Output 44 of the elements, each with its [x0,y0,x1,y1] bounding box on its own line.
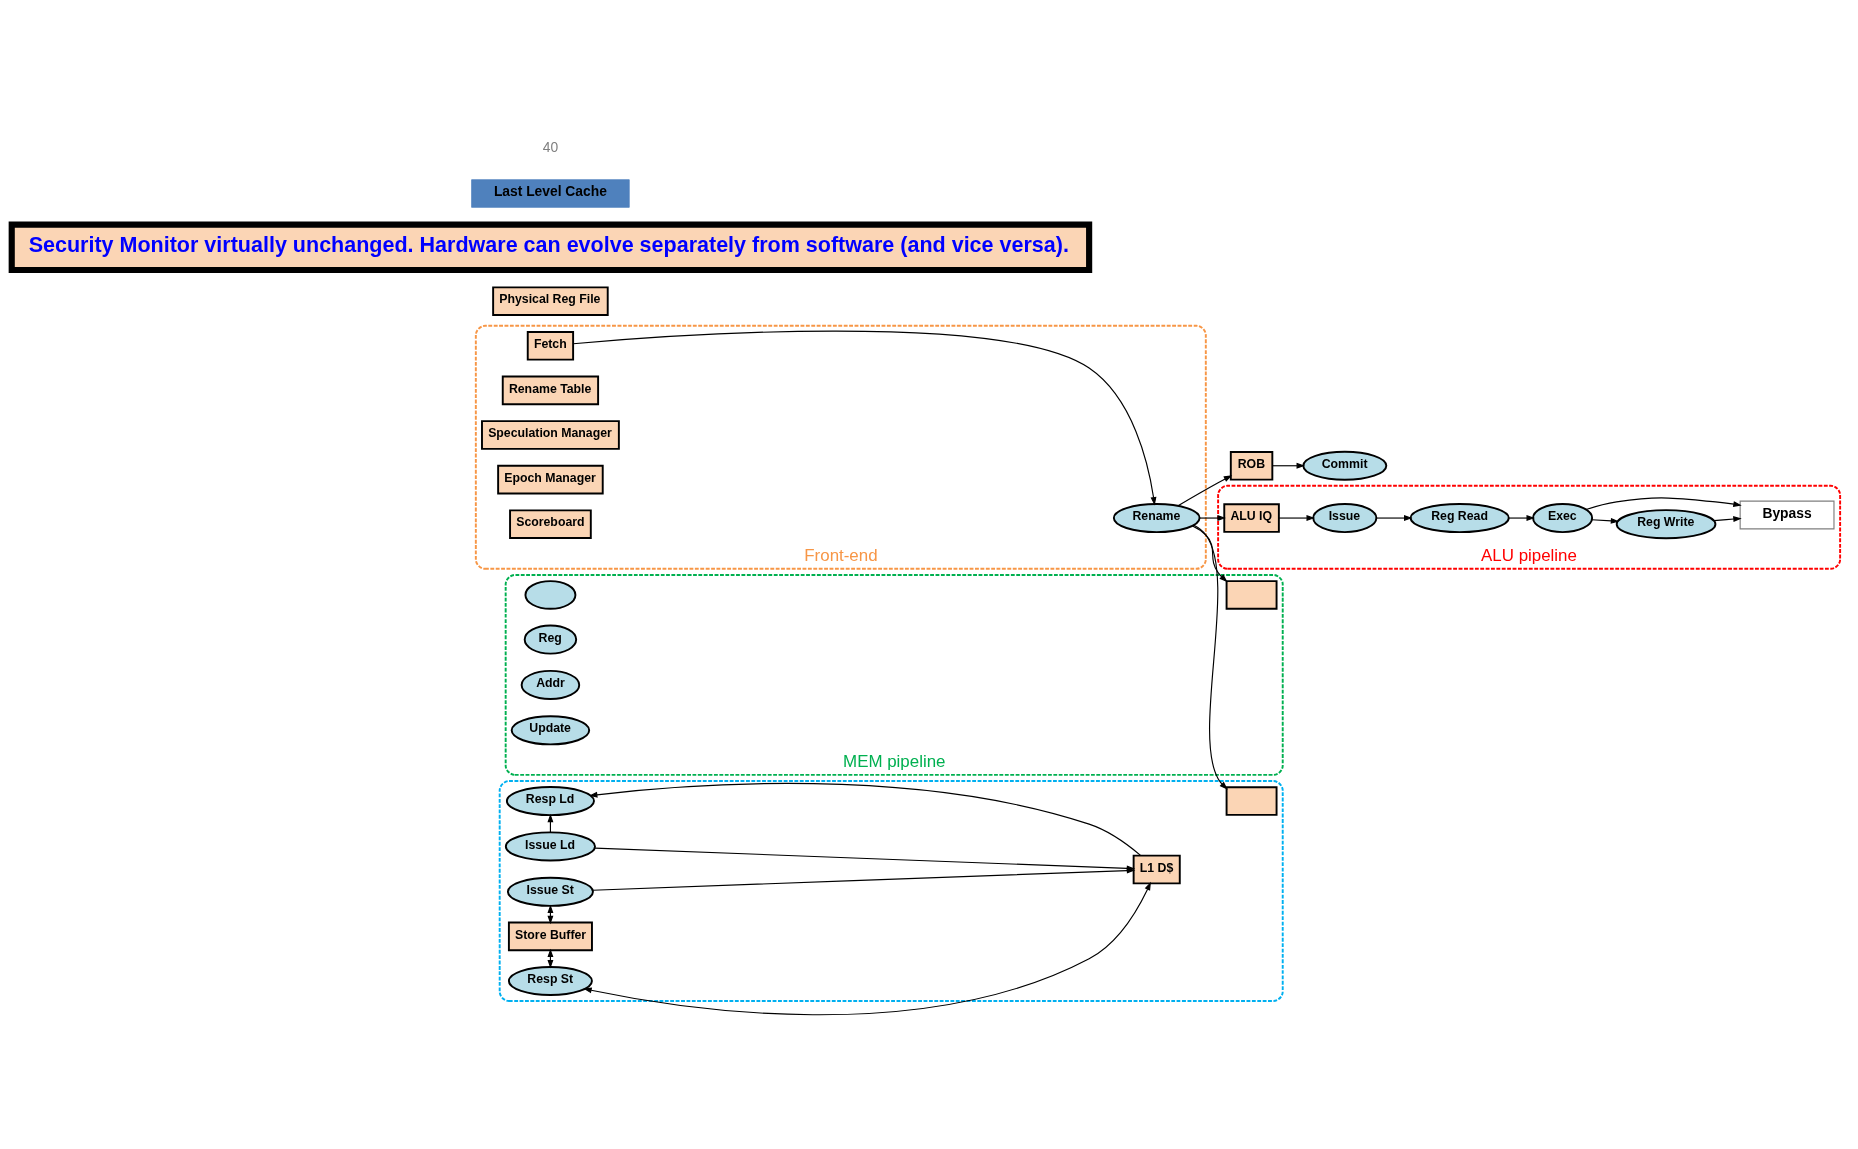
node-cloud [524,579,577,610]
node-box: ALU IQ [1223,502,1280,533]
arrow [1191,524,1228,582]
node-box [1225,785,1278,816]
node-box: L1 D$ [1132,854,1181,884]
arrow [1271,462,1305,469]
node-ellipse: Update [510,714,591,745]
node-box: Bypass [1739,500,1835,529]
arrow [583,881,1151,1015]
arrow [1278,514,1315,521]
arrow [1199,514,1226,521]
arrow [1177,474,1233,506]
node-ellipse: Reg Read [1409,502,1510,533]
node-ellipse: Issue St [506,876,594,907]
node-box: Last Level Cache [471,178,630,208]
node-ellipse: Issue Ld [504,830,596,861]
arrow [1713,515,1742,522]
node-ellipse: Commit [1302,450,1388,481]
node-box: Rename Table [501,375,600,405]
node-ellipse: Addr [520,669,581,700]
arrow [1193,524,1228,790]
node-ellipse: Reg Write [1615,508,1717,539]
node-box: Epoch Manager [497,464,604,494]
node-ellipse: Issue [1312,502,1378,533]
node-box [1225,579,1278,610]
arrow [592,867,1136,891]
node-box: Physical Reg File [492,285,609,316]
node-box: Fetch [526,330,575,361]
arrow [1585,496,1742,510]
label: 40 [542,138,559,155]
arrow [1508,514,1535,521]
node-ellipse: Rename [1112,502,1201,533]
node-box: Speculation Manager [481,419,620,450]
node-ellipse: Exec [1532,502,1594,533]
arrow [1375,514,1413,521]
node-ellipse: Resp Ld [505,785,595,816]
node-box: ROB [1229,450,1274,481]
node-box: Security Monitor virtually unchanged. Hardware can evolve separately from software (and vice versa). [8,221,1093,273]
node-ellipse: Reg [523,624,578,655]
arrow [572,330,1157,506]
node-box: Store Buffer [507,921,593,951]
node-box: Scoreboard [509,508,592,539]
arrow [588,782,1142,856]
arrow [1591,517,1620,524]
